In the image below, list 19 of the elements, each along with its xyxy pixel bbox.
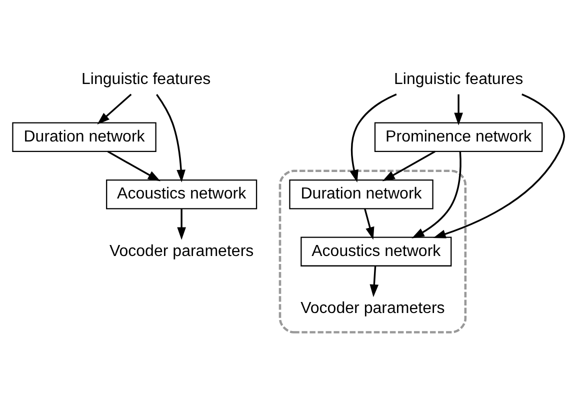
arrow xyxy=(107,150,160,182)
node-text: Linguistic features xyxy=(394,70,524,88)
arrow xyxy=(156,94,186,182)
node-box: Acoustics network xyxy=(106,179,258,210)
node-box: Acoustics network xyxy=(300,236,452,266)
arrow xyxy=(412,152,462,238)
node-box: Duration network xyxy=(289,179,434,210)
arrow xyxy=(364,208,374,240)
arrow xyxy=(350,94,397,183)
arrow xyxy=(370,266,379,298)
arrow xyxy=(97,94,132,125)
node-text: Vocoder parameters xyxy=(300,299,445,318)
arrow xyxy=(433,94,565,238)
node-box: Duration network xyxy=(12,122,156,152)
arrow xyxy=(454,94,463,126)
arrow xyxy=(177,208,186,240)
node-text: Vocoder parameters xyxy=(109,242,254,260)
node-box: Prominence network xyxy=(374,122,543,152)
node-text: Linguistic features xyxy=(82,70,211,88)
